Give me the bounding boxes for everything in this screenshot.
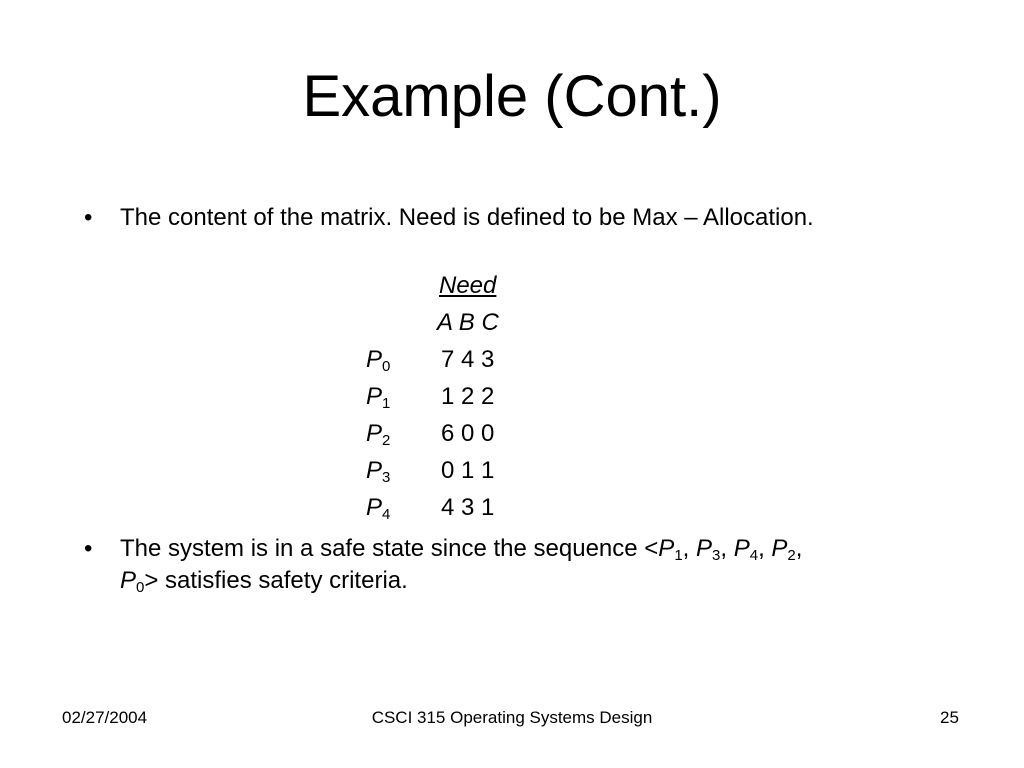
sequence-process-name: P bbox=[696, 535, 713, 562]
sequence-item: P4, bbox=[733, 535, 772, 564]
sequence-process-name: P bbox=[771, 535, 788, 562]
bullet-text: The system is in a safe state since the … bbox=[120, 533, 844, 597]
sequence-process-index: 3 bbox=[712, 547, 721, 564]
process-name: P bbox=[366, 346, 383, 373]
sequence-process-index: 4 bbox=[749, 547, 759, 564]
process-index: 4 bbox=[382, 506, 391, 523]
sequence-separator: , bbox=[682, 535, 696, 562]
sequence-process-index: 1 bbox=[674, 547, 683, 564]
process-label: P4 bbox=[366, 492, 390, 524]
sequence-process-name: P bbox=[120, 567, 137, 594]
process-index: 0 bbox=[382, 358, 391, 375]
process-index: 2 bbox=[382, 432, 391, 449]
sequence-item: P2, bbox=[771, 535, 803, 564]
sequence-separator: , bbox=[795, 535, 803, 562]
need-values: 7 4 3 bbox=[441, 346, 495, 373]
matrix-label: Need bbox=[439, 272, 497, 299]
process-name: P bbox=[366, 420, 383, 447]
matrix-column-headers: A B C bbox=[437, 309, 499, 336]
process-index: 3 bbox=[382, 469, 391, 486]
bullet-marker: • bbox=[84, 204, 93, 231]
sequence-process-index: 2 bbox=[787, 547, 796, 564]
bullet-safe-state: • The system is in a safe state since th… bbox=[84, 533, 844, 597]
process-name: P bbox=[366, 457, 383, 484]
sequence-process-name: P bbox=[658, 535, 675, 562]
bullet-text-suffix: > satisfies safety criteria. bbox=[144, 567, 408, 594]
need-values: 4 3 1 bbox=[441, 494, 495, 521]
sequence-separator: , bbox=[758, 535, 772, 562]
sequence-item: P1, bbox=[658, 535, 696, 564]
process-name: P bbox=[366, 383, 383, 410]
process-label: P1 bbox=[366, 381, 390, 413]
process-name: P bbox=[366, 494, 383, 521]
need-values: 0 1 1 bbox=[441, 457, 495, 484]
bullet-text-prefix: The system is in a safe state since the … bbox=[120, 535, 659, 562]
bullet-text: The content of the matrix. Need is defin… bbox=[120, 204, 814, 231]
sequence-process-name: P bbox=[733, 535, 750, 562]
slide-title: Example (Cont.) bbox=[302, 64, 722, 129]
need-values: 6 0 0 bbox=[441, 420, 495, 447]
bullet-marker: • bbox=[84, 535, 93, 562]
footer-page-number: 25 bbox=[940, 708, 959, 727]
sequence-item: P3, bbox=[696, 535, 734, 564]
sequence-item: P0 bbox=[120, 567, 145, 596]
footer-course: CSCI 315 Operating Systems Design bbox=[371, 708, 653, 727]
process-label: P3 bbox=[366, 455, 390, 487]
footer-date: 02/27/2004 bbox=[62, 708, 148, 727]
process-label: P0 bbox=[366, 344, 390, 376]
process-label: P2 bbox=[366, 418, 390, 450]
bullet-need-definition: • The content of the matrix. Need is def… bbox=[84, 202, 844, 234]
process-index: 1 bbox=[382, 395, 391, 412]
need-values: 1 2 2 bbox=[441, 383, 495, 410]
sequence-process-index: 0 bbox=[136, 579, 145, 596]
sequence-separator: , bbox=[720, 535, 734, 562]
